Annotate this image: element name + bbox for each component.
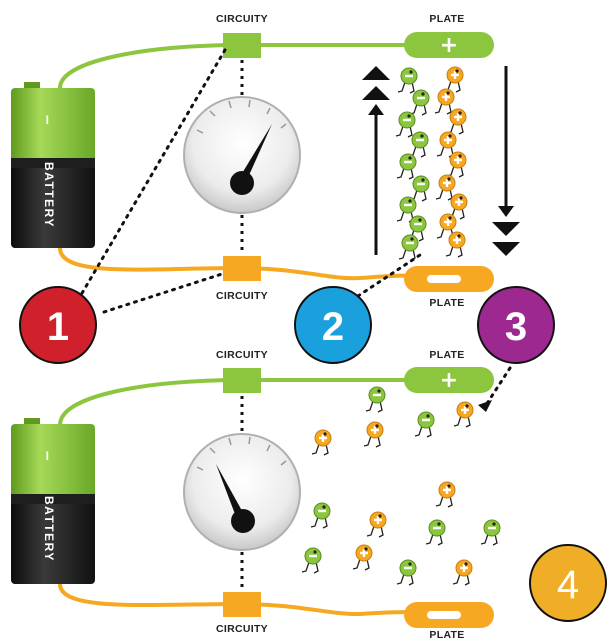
callout-4: 4 [529, 544, 607, 622]
callout-3-arrowhead [478, 400, 492, 412]
plate-positive-bottom [404, 367, 494, 393]
circuity-label-top: CIRCUITY [216, 13, 268, 25]
negative-wire [58, 247, 421, 281]
electron-flow-down-arrow [492, 66, 520, 256]
circuity-block-top-2 [223, 368, 261, 393]
analog-gauge-icon [183, 60, 301, 254]
callout-4-label: 4 [557, 563, 579, 607]
plate-positive-top [404, 32, 494, 58]
plate-label-bottom-2: PLATE [429, 629, 464, 640]
electron-flow-up-arrow [362, 66, 390, 255]
battery-icon-2: I BATTERY [11, 418, 95, 584]
callout-1-label: 1 [47, 305, 69, 349]
battery-terminal-label-2: I [46, 449, 51, 463]
callout-2: 2 [294, 286, 372, 364]
panel-discharged: I BATTERY CIRCUITY CIRCUITY + PLATE [11, 349, 501, 640]
battery-label: BATTERY [42, 162, 56, 228]
positive-wire [58, 43, 420, 89]
positive-wire-2 [58, 378, 420, 426]
circuity-block-bottom-2 [223, 592, 261, 617]
circuity-block-top [223, 33, 261, 58]
charge-cluster [395, 66, 468, 261]
callout-2-label: 2 [322, 305, 344, 349]
negative-wire-2 [58, 583, 421, 617]
plate-positive-sign: + [440, 33, 458, 58]
panel-charging: I BATTERY CIRCUITY CIRCUITY + [11, 13, 520, 309]
callout-3: 3 [477, 286, 555, 364]
callout-leaders [76, 48, 512, 407]
battery-label-2: BATTERY [42, 496, 56, 562]
circuity-label-bottom: CIRCUITY [216, 290, 268, 302]
battery-icon: I BATTERY [11, 82, 95, 248]
plate-negative-sign [427, 275, 461, 283]
scattered-charges [301, 386, 501, 586]
plate-negative-sign-2 [427, 611, 461, 619]
callout-1: 1 [19, 286, 97, 364]
callout-3-label: 3 [505, 305, 527, 349]
plate-positive-sign-2: + [440, 368, 458, 393]
battery-terminal-label: I [46, 113, 51, 127]
plate-label-bottom: PLATE [429, 297, 464, 309]
circuity-label-top-2: CIRCUITY [216, 349, 268, 361]
plate-label-top-2: PLATE [429, 349, 464, 361]
circuity-block-bottom [223, 256, 261, 281]
circuity-label-bottom-2: CIRCUITY [216, 623, 268, 635]
analog-gauge-icon-2 [183, 396, 301, 590]
plate-label-top: PLATE [429, 13, 464, 25]
